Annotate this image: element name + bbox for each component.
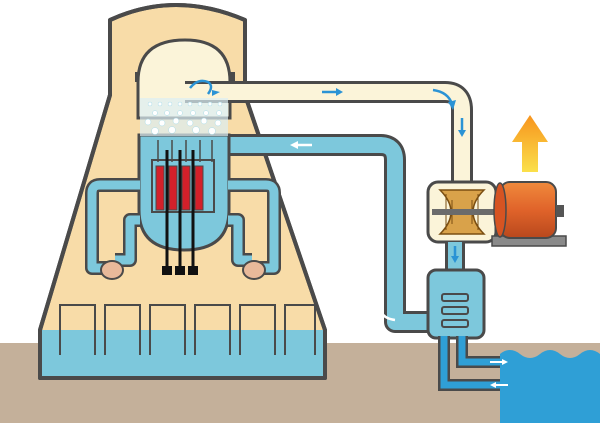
water-pool bbox=[42, 330, 323, 376]
control-rod-drives bbox=[162, 266, 198, 275]
foundation-pillars bbox=[59, 304, 316, 355]
containment-building-outline bbox=[38, 3, 327, 380]
control-rods bbox=[165, 150, 195, 268]
recirculation-pump-right bbox=[242, 260, 266, 280]
up-arrow-icon bbox=[512, 115, 548, 172]
sea bbox=[500, 350, 600, 423]
fuel-rod bbox=[155, 165, 165, 211]
turbine-shaft bbox=[432, 209, 494, 215]
steam-bubbles bbox=[144, 101, 223, 135]
condenser-tubes bbox=[441, 293, 469, 328]
fuel-rod bbox=[168, 165, 178, 211]
fuel-rod bbox=[181, 165, 191, 211]
wall-tab-right bbox=[229, 72, 235, 82]
reactor-core bbox=[151, 159, 215, 213]
fuel-rod bbox=[194, 165, 204, 211]
fuel-rods bbox=[155, 165, 204, 211]
steam-flow-arrow bbox=[189, 79, 213, 95]
generator-icon bbox=[491, 181, 567, 247]
core-feed-lines bbox=[157, 140, 213, 162]
return-flow-arrows bbox=[290, 141, 508, 388]
flow-arrows bbox=[189, 79, 466, 263]
recirculation-pump-left bbox=[100, 260, 124, 280]
